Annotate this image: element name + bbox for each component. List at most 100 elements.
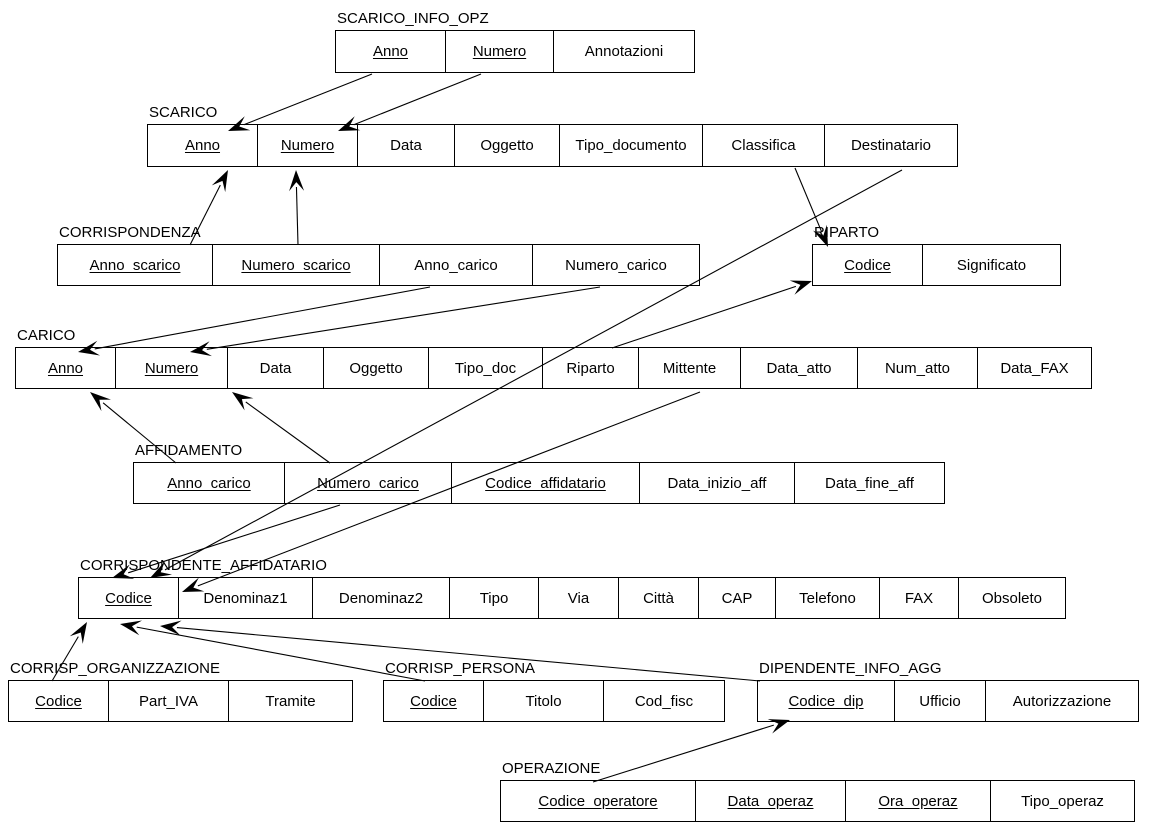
- attribute-riparto-codice: Codice: [813, 245, 923, 285]
- attribute-label: Autorizzazione: [1012, 692, 1112, 710]
- attribute-label: Anno: [47, 359, 84, 377]
- attribute-scarico_info_opz-anno: Anno: [336, 31, 446, 72]
- attribute-label: Classifica: [731, 137, 796, 154]
- attribute-corrisp_persona-cod_fisc: Cod_fisc: [604, 681, 724, 721]
- attribute-affidamento-codice_affidatario: Codice_affidatario: [452, 463, 640, 503]
- attribute-corrisp_persona-titolo: Titolo: [484, 681, 604, 721]
- attribute-corrispondente_affidatario-codice: Codice: [79, 578, 179, 618]
- attribute-carico-oggetto: Oggetto: [324, 348, 429, 388]
- attribute-carico-data: Data: [228, 348, 324, 388]
- attribute-label: Tramite: [265, 692, 316, 710]
- attribute-affidamento-anno_carico: Anno_carico: [134, 463, 285, 503]
- attribute-operazione-data_operaz: Data_operaz: [696, 781, 846, 821]
- attribute-label: Anno_carico: [167, 474, 251, 492]
- relationship-arrowhead: [160, 620, 182, 636]
- attribute-label: Data_atto: [766, 359, 832, 377]
- attribute-corrisp_organizzazione-part_iva: Part_IVA: [109, 681, 229, 721]
- attribute-scarico-numero: Numero: [258, 125, 358, 166]
- attribute-corrisp_organizzazione-tramite: Tramite: [229, 681, 352, 721]
- attribute-label: Tipo_doc: [454, 359, 517, 377]
- attribute-row: Anno Numero Annotazioni: [335, 30, 695, 73]
- attribute-label: Oggetto: [480, 137, 534, 154]
- attribute-carico-data_fax: Data_FAX: [978, 348, 1091, 388]
- relationship-line: [243, 73, 373, 126]
- relationship-arrowhead: [120, 620, 143, 636]
- attribute-label: Telefono: [799, 589, 856, 607]
- attribute-dipendente_info_agg-codice_dip: Codice_dip: [758, 681, 895, 721]
- attribute-operazione-ora_operaz: Ora_operaz: [846, 781, 991, 821]
- relationship-rel-10: [232, 392, 331, 464]
- attribute-corrispondenza-anno_scarico: Anno_scarico: [58, 245, 213, 285]
- attribute-label: Numero: [144, 359, 199, 377]
- relationship-rel-2: [338, 73, 482, 131]
- attribute-label: Numero_carico: [317, 474, 419, 492]
- attribute-label: Codice: [410, 692, 457, 710]
- attribute-row: Anno Numero Data Oggetto Tipo_doc Riparto Mitt…: [15, 347, 1092, 389]
- attribute-scarico-tipo_documento: Tipo_documento: [560, 125, 703, 166]
- attribute-label: Anno_carico: [414, 256, 498, 274]
- attribute-label: Anno: [184, 137, 221, 154]
- entity-name-corrisp_organizzazione: CORRISP_ORGANIZZAZIONE: [10, 660, 221, 677]
- attribute-label: Tipo_documento: [575, 137, 687, 154]
- attribute-carico-mittente: Mittente: [639, 348, 741, 388]
- entity-scarico_info_opz: SCARICO_INFO_OPZ Anno Numero Annotazioni: [335, 10, 695, 73]
- attribute-label: Annotazioni: [584, 43, 664, 60]
- attribute-label: Ora_operaz: [878, 792, 958, 810]
- relationship-rel-17: [592, 719, 790, 783]
- attribute-scarico_info_opz-numero: Numero: [446, 31, 554, 72]
- attribute-label: Numero_scarico: [241, 256, 351, 274]
- attribute-affidamento-numero_carico: Numero_carico: [285, 463, 452, 503]
- attribute-label: Oggetto: [349, 359, 403, 377]
- entity-name-corrispondenza: CORRISPONDENZA: [59, 224, 201, 241]
- attribute-label: Città: [643, 589, 674, 607]
- relationship-rel-5: [78, 286, 431, 356]
- attribute-scarico-data: Data: [358, 125, 455, 166]
- attribute-label: Tipo: [479, 589, 509, 607]
- attribute-corrispondente_affidatario-via: Via: [539, 578, 619, 618]
- attribute-corrispondente_affidatario-telefono: Telefono: [776, 578, 880, 618]
- attribute-label: Codice_affidatario: [485, 474, 606, 492]
- attribute-label: Anno: [372, 43, 409, 60]
- attribute-carico-anno: Anno: [16, 348, 116, 388]
- relationship-rel-8: [611, 280, 812, 349]
- attribute-label: Data_fine_aff: [825, 474, 914, 492]
- entity-name-scarico_info_opz: SCARICO_INFO_OPZ: [337, 10, 489, 27]
- attribute-label: Data_inizio_aff: [667, 474, 767, 492]
- relationship-line: [295, 186, 299, 246]
- relationship-arrowhead: [211, 170, 228, 193]
- attribute-corrispondente_affidatario-denominaz1: Denominaz1: [179, 578, 313, 618]
- attribute-corrispondente_affidatario-denominaz2: Denominaz2: [313, 578, 450, 618]
- relationship-arrowhead: [789, 280, 812, 295]
- entity-name-corrisp_persona: CORRISP_PERSONA: [385, 660, 536, 677]
- attribute-scarico-classifica: Classifica: [703, 125, 825, 166]
- relationship-line: [611, 285, 797, 349]
- attribute-scarico-oggetto: Oggetto: [455, 125, 560, 166]
- relationship-arrowhead: [289, 170, 305, 192]
- attribute-affidamento-data_fine_aff: Data_fine_aff: [795, 463, 944, 503]
- attribute-dipendente_info_agg-autorizzazione: Autorizzazione: [986, 681, 1138, 721]
- entity-name-affidamento: AFFIDAMENTO: [135, 442, 243, 459]
- attribute-label: Anno_scarico: [89, 256, 181, 274]
- attribute-corrispondente_affidatario-obsoleto: Obsoleto: [959, 578, 1065, 618]
- attribute-label: Riparto: [566, 359, 615, 377]
- attribute-label: Codice: [105, 589, 152, 607]
- attribute-corrispondenza-anno_carico: Anno_carico: [380, 245, 533, 285]
- attribute-label: Denominaz2: [338, 589, 424, 607]
- attribute-row: Codice_dip Ufficio Autorizzazione: [757, 680, 1139, 722]
- attribute-label: Ufficio: [919, 692, 961, 710]
- attribute-label: Codice_dip: [788, 692, 864, 710]
- attribute-label: Data: [390, 137, 422, 154]
- relationship-line: [794, 167, 822, 232]
- attribute-operazione-tipo_operaz: Tipo_operaz: [991, 781, 1134, 821]
- entity-affidamento: AFFIDAMENTO Anno_carico Numero_carico Codic…: [133, 442, 945, 504]
- attribute-label: Data_operaz: [727, 792, 814, 810]
